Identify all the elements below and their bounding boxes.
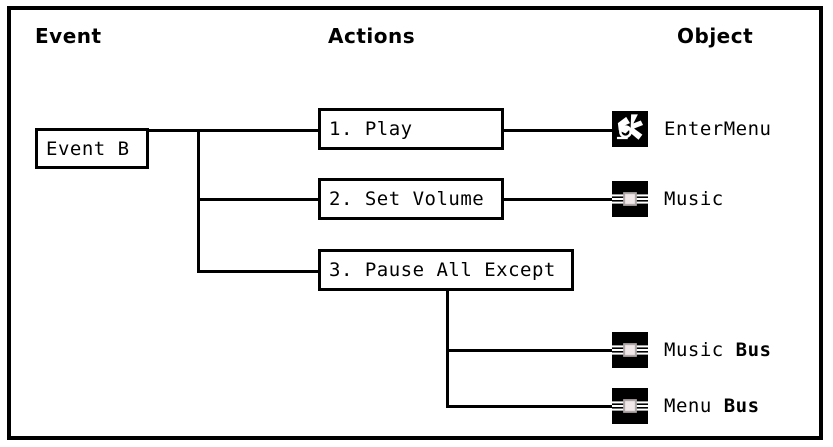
action-node-3-label: 3. Pause All Except — [329, 259, 556, 281]
action-node-1-label: 1. Play — [329, 118, 413, 140]
connector-trunk-to-action-3 — [197, 270, 321, 273]
connector-trunk-to-action-2 — [197, 198, 321, 201]
object-label-text: Music — [664, 339, 736, 361]
column-header-actions: Actions — [328, 24, 416, 48]
event-node-label: Event B — [46, 137, 130, 160]
connector-subtrunk-to-menu-bus — [446, 405, 616, 408]
action-node-3[interactable]: 3. Pause All Except — [318, 249, 574, 291]
connector-subtrunk-to-music-bus — [446, 349, 616, 352]
connector-action-2-to-object — [503, 198, 615, 201]
connector-actions-trunk — [197, 129, 200, 273]
object-row-music[interactable]: Music — [612, 181, 724, 217]
object-row-music-bus[interactable]: Music Bus — [612, 332, 771, 368]
connector-event-to-trunk — [149, 129, 201, 132]
action-node-1[interactable]: 1. Play — [318, 108, 504, 150]
object-row-menu-bus[interactable]: Menu Bus — [612, 388, 760, 424]
bus-icon — [612, 332, 648, 368]
object-label-bold: Bus — [735, 339, 772, 361]
action-node-2[interactable]: 2. Set Volume — [318, 178, 504, 220]
event-node[interactable]: Event B — [35, 128, 149, 169]
object-label-music-bus: Music Bus — [664, 339, 771, 361]
event-icon — [612, 111, 648, 147]
object-label-text: Music — [664, 188, 724, 210]
object-label-text: Menu — [664, 395, 724, 417]
column-header-event: Event — [35, 24, 102, 48]
bus-icon — [612, 181, 648, 217]
object-row-entermenu[interactable]: EnterMenu — [612, 111, 771, 147]
object-label-entermenu: EnterMenu — [664, 118, 771, 140]
object-label-music: Music — [664, 188, 724, 210]
connector-action-1-to-object — [503, 129, 615, 132]
action-node-2-label: 2. Set Volume — [329, 188, 485, 210]
object-label-text: EnterMenu — [664, 118, 772, 140]
bus-icon — [612, 388, 648, 424]
object-label-bold: Bus — [723, 395, 760, 417]
connector-action-3-subtrunk — [446, 289, 449, 408]
object-label-menu-bus: Menu Bus — [664, 395, 760, 417]
diagram-frame — [7, 6, 823, 440]
column-header-object: Object — [677, 24, 754, 48]
connector-trunk-to-action-1 — [197, 129, 321, 132]
